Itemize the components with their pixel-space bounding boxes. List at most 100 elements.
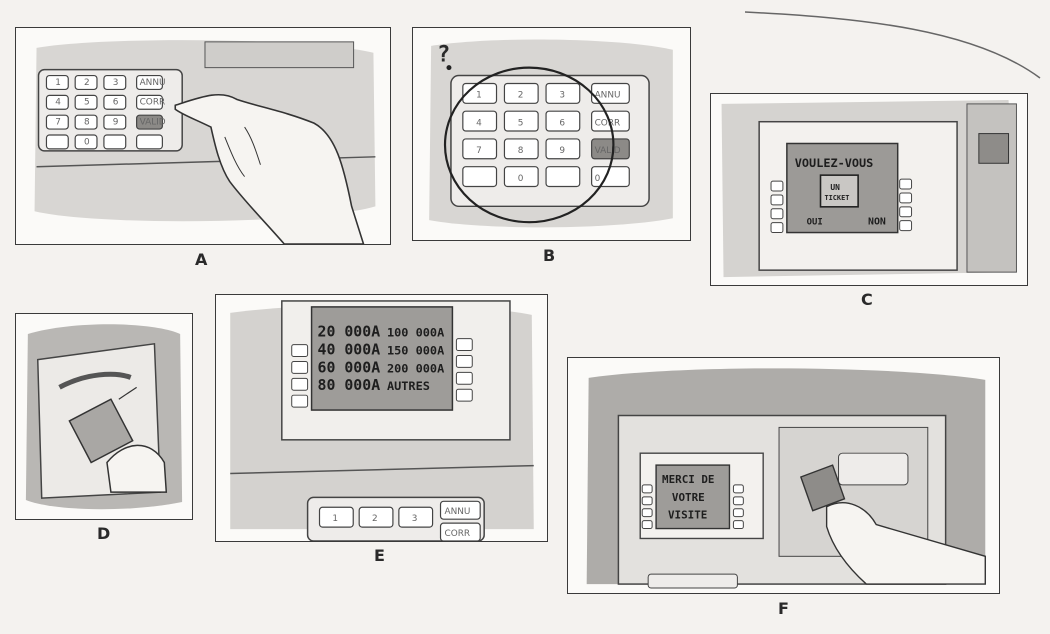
- keypad-e-side-key[interactable]: [439, 522, 481, 541]
- keypad-b-key[interactable]: [545, 82, 581, 104]
- panel-f-label: F: [778, 599, 789, 618]
- keypad-a-key-label: 1: [55, 78, 61, 88]
- keypad-a-key[interactable]: [45, 74, 69, 91]
- screen-line1: MERCI DE: [662, 473, 714, 486]
- keypad-b-key[interactable]: [503, 138, 539, 160]
- keypad-e-key[interactable]: [358, 506, 394, 528]
- panel-d: [15, 313, 193, 520]
- screen-side-buttons-right: [455, 338, 473, 402]
- keypad-b-key-label: 7: [476, 146, 482, 156]
- keypad-a-key[interactable]: [74, 94, 98, 110]
- panel-b-label: B: [543, 246, 556, 265]
- keypad-a-key[interactable]: [45, 94, 69, 110]
- keypad-e-key-label: 1: [332, 514, 338, 524]
- keypad-a-key[interactable]: [74, 114, 98, 130]
- keypad-b-key-label: 6: [559, 118, 565, 128]
- keypad-b-key[interactable]: [503, 166, 539, 188]
- question-mark: ?: [437, 43, 450, 68]
- keypad-a-key[interactable]: [74, 134, 98, 150]
- panel-c-label: C: [861, 290, 873, 309]
- keypad-a-key-label: 3: [113, 78, 119, 88]
- keypad-a-key-label: 8: [84, 118, 90, 128]
- amount-option: 100 000A: [387, 326, 444, 340]
- keypad-a-key[interactable]: [103, 74, 127, 91]
- panel-a-label: A: [195, 250, 208, 269]
- panel-e-illustration: 20 000A 100 000A 40 000A 150 000A 60 000A 200…: [230, 300, 534, 541]
- screen-line2: VOTRE: [672, 491, 705, 504]
- keypad-e-key-label: 2: [372, 514, 378, 524]
- keypad-b-side-key-label: CORR: [595, 118, 621, 128]
- keypad-b-key[interactable]: [545, 138, 581, 160]
- amount-option: 80 000A: [318, 376, 381, 394]
- keypad-a-key-label: 4: [55, 98, 61, 108]
- screen-side-buttons-right: [899, 178, 913, 232]
- keypad-b-key[interactable]: [462, 138, 498, 160]
- screen-option-yes: OUI: [807, 218, 823, 228]
- keypad-b-side-key-label: VALID: [595, 146, 621, 156]
- panel-c-illustration: VOULEZ-VOUS UN TICKET OUI NON: [721, 99, 1017, 278]
- keypad-b-key-label: 5: [518, 118, 524, 128]
- screen-side-buttons-left: [291, 344, 309, 408]
- keypad-b-side-key-label: ANNU: [595, 91, 621, 101]
- keypad-b-key-label: 9: [559, 146, 565, 156]
- keypad-a-key-label: 0: [84, 137, 90, 147]
- keypad-b-key[interactable]: [462, 110, 498, 132]
- keypad-b-key-label: 8: [518, 146, 524, 156]
- amount-option: 150 000A: [387, 344, 444, 358]
- panel-d-illustration: [25, 324, 183, 510]
- keypad-a-key[interactable]: [103, 94, 127, 110]
- keypad-a-side-key-label: VALID: [140, 118, 166, 128]
- keypad-a-key[interactable]: [45, 114, 69, 130]
- screen-line3: VISITE: [668, 509, 707, 522]
- keypad-b-key-label: 3: [559, 91, 565, 101]
- keypad-a-side-key[interactable]: [136, 74, 163, 91]
- panel-d-label: D: [97, 524, 111, 543]
- keypad-a-key[interactable]: [74, 74, 98, 91]
- amount-option: 40 000A: [318, 341, 381, 359]
- keypad-a-side-key[interactable]: [136, 134, 163, 150]
- keypad-a-side-key[interactable]: [136, 114, 163, 130]
- page-curve-decoration: [745, 11, 1041, 79]
- screen-side-buttons-right: [732, 484, 744, 530]
- screen-side-buttons-left: [641, 484, 653, 530]
- screen-side-buttons-left: [770, 180, 784, 234]
- amount-option: 200 000A: [387, 361, 444, 375]
- amount-option: AUTRES: [387, 379, 430, 393]
- keypad-b-key[interactable]: [503, 82, 539, 104]
- keypad-a-side-key-label: CORR: [140, 98, 166, 108]
- keypad-a-key-label: 2: [84, 78, 90, 88]
- keypad-e-key[interactable]: [398, 506, 434, 528]
- keypad-a-key[interactable]: [103, 134, 127, 150]
- amount-option: 60 000A: [318, 358, 381, 376]
- screen-center-line2: TICKET: [824, 194, 849, 202]
- panel-f-illustration: MERCI DE VOTRE VISITE: [586, 368, 986, 589]
- keypad-b-key[interactable]: [503, 110, 539, 132]
- amount-option: 20 000A: [318, 323, 381, 341]
- screen-title: VOULEZ-VOUS: [795, 156, 874, 170]
- keypad-b-key-label: 2: [518, 91, 524, 101]
- panel-e: 20 000A 100 000A 40 000A 150 000A 60 000A 200…: [215, 294, 548, 542]
- keypad-b-key-label: 4: [476, 118, 482, 128]
- keypad-a-key-label: 5: [84, 98, 90, 108]
- keypad-a-side-key[interactable]: [136, 94, 163, 110]
- keypad-b-key[interactable]: [462, 166, 498, 188]
- keypad-a-key[interactable]: [103, 114, 127, 130]
- keypad-b-side-key-label: 0: [595, 174, 601, 184]
- keypad-b-key[interactable]: [545, 166, 581, 188]
- keypad-a-key-label: 7: [55, 118, 61, 128]
- keypad-b-key[interactable]: [545, 110, 581, 132]
- screen-option-no: NON: [868, 217, 886, 228]
- keypad-a-key[interactable]: [45, 134, 69, 150]
- keypad-e-key[interactable]: [318, 506, 354, 528]
- screen-center-line1: UN: [830, 183, 840, 192]
- keypad-b-key-label: 1: [476, 91, 482, 101]
- keypad-b-side-key[interactable]: [591, 138, 630, 160]
- keypad-a-key-label: 9: [113, 118, 119, 128]
- panel-c: VOULEZ-VOUS UN TICKET OUI NON: [710, 93, 1028, 286]
- keypad-e-side-key[interactable]: [439, 500, 481, 520]
- keypad-a-key-label: 6: [113, 98, 119, 108]
